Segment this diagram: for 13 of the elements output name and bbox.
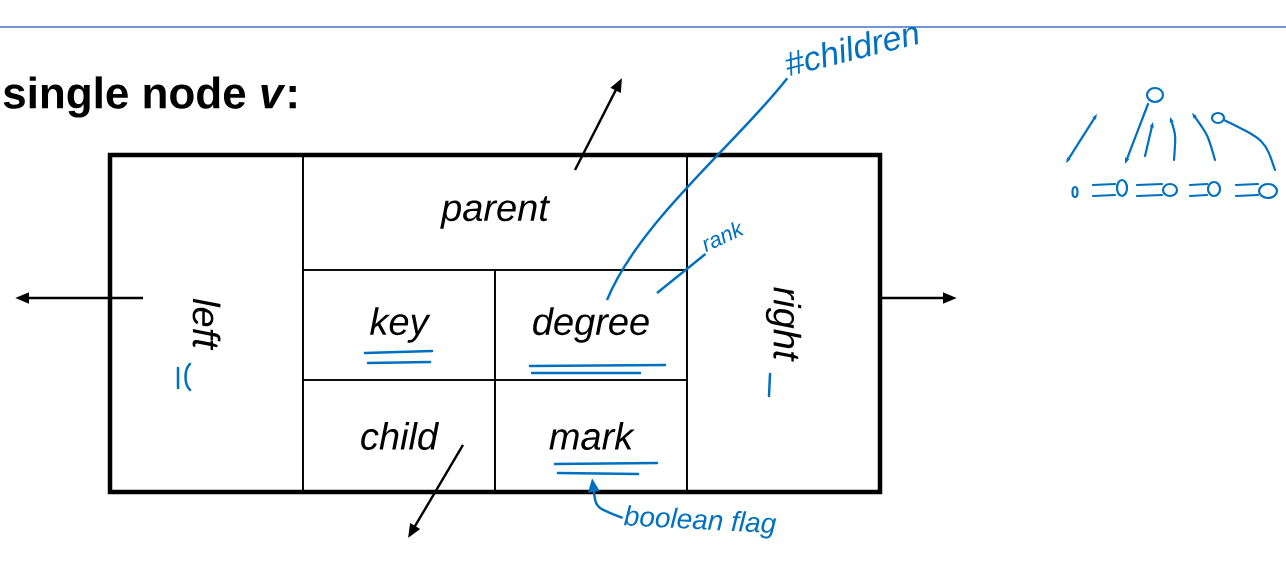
leader-line (656, 253, 707, 294)
handwritten-note: rank (703, 222, 744, 252)
field-cell: degree (494, 269, 688, 381)
field-cell: child (302, 379, 496, 493)
title: single node v: (3, 76, 296, 118)
field-cell: parent (302, 154, 688, 271)
record-box (107, 152, 883, 495)
field-cell: left (109, 154, 304, 493)
field-cell: mark (494, 379, 688, 493)
handwritten-note: boolean flag (623, 505, 777, 539)
leader-line (605, 77, 789, 301)
handwritten-note: #children (785, 26, 918, 76)
field-cell: key (302, 269, 496, 381)
